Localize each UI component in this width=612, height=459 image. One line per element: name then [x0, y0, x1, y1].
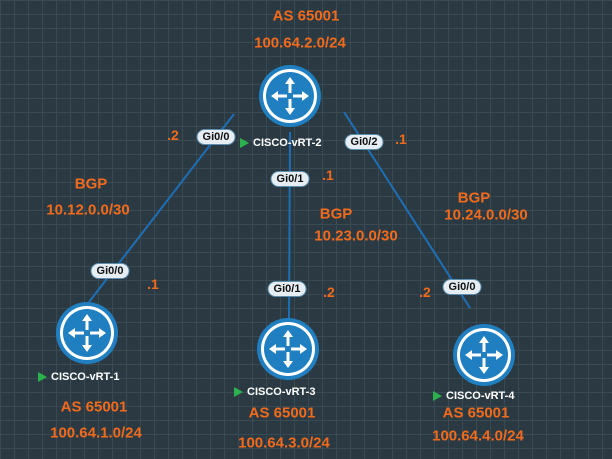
host-r2-on-link-24: .1: [395, 131, 407, 147]
port-r2-gi0-1[interactable]: Gi0/1: [270, 171, 310, 187]
link-r2-r3-subnet: 10.23.0.0/30: [314, 227, 398, 245]
link-r2-r1-protocol: BGP: [74, 175, 108, 193]
router-r2-name: CISCO-vRT-2: [253, 137, 322, 149]
port-r3-gi0-1[interactable]: Gi0/1: [267, 281, 307, 297]
router-r2[interactable]: [259, 65, 321, 127]
host-r2-on-link-12: .2: [167, 127, 179, 143]
router-r4-as: AS 65001: [442, 404, 510, 422]
router-icon: [453, 324, 515, 386]
router-r4-prefix: 100.64.4.0/24: [432, 427, 524, 445]
router-r3-name: CISCO-vRT-3: [247, 386, 316, 398]
router-r3-label[interactable]: CISCO-vRT-3: [234, 386, 315, 398]
play-icon: [234, 387, 243, 398]
router-r4[interactable]: [453, 324, 515, 386]
host-r1-on-link-12: .1: [147, 276, 159, 292]
play-icon: [433, 391, 442, 402]
play-icon: [240, 138, 249, 149]
link-r2-r1-subnet: 10.12.0.0/30: [46, 201, 130, 219]
router-r3-as: AS 65001: [248, 404, 316, 422]
port-r4-gi0-0[interactable]: Gi0/0: [442, 279, 482, 295]
router-icon: [257, 318, 319, 380]
host-r3-on-link-23: .2: [323, 284, 335, 300]
router-r3-prefix: 100.64.3.0/24: [238, 434, 330, 452]
router-icon: [56, 302, 118, 364]
host-r4-on-link-24: .2: [419, 284, 431, 300]
router-r2-label[interactable]: CISCO-vRT-2: [240, 137, 321, 149]
port-r2-gi0-0[interactable]: Gi0/0: [196, 129, 236, 145]
link-r2-r3-protocol: BGP: [319, 205, 353, 223]
router-r1-label[interactable]: CISCO-vRT-1: [38, 371, 119, 383]
router-r2-as: AS 65001: [272, 7, 340, 25]
port-r2-gi0-2[interactable]: Gi0/2: [344, 134, 384, 150]
router-r3[interactable]: [257, 318, 319, 380]
port-r1-gi0-0[interactable]: Gi0/0: [90, 263, 130, 279]
play-icon: [38, 372, 47, 383]
host-r2-on-link-23: .1: [322, 167, 334, 183]
router-r1-prefix: 100.64.1.0/24: [50, 424, 142, 442]
router-r1[interactable]: [56, 302, 118, 364]
router-r1-as: AS 65001: [60, 398, 128, 416]
router-icon: [259, 65, 321, 127]
link-r2-r4-protocol: BGP: [457, 189, 491, 207]
router-r4-label[interactable]: CISCO-vRT-4: [433, 390, 514, 402]
link-r2-r4-subnet: 10.24.0.0/30: [444, 206, 528, 224]
router-r2-prefix: 100.64.2.0/24: [254, 34, 346, 52]
router-r4-name: CISCO-vRT-4: [446, 390, 515, 402]
router-r1-name: CISCO-vRT-1: [51, 371, 120, 383]
